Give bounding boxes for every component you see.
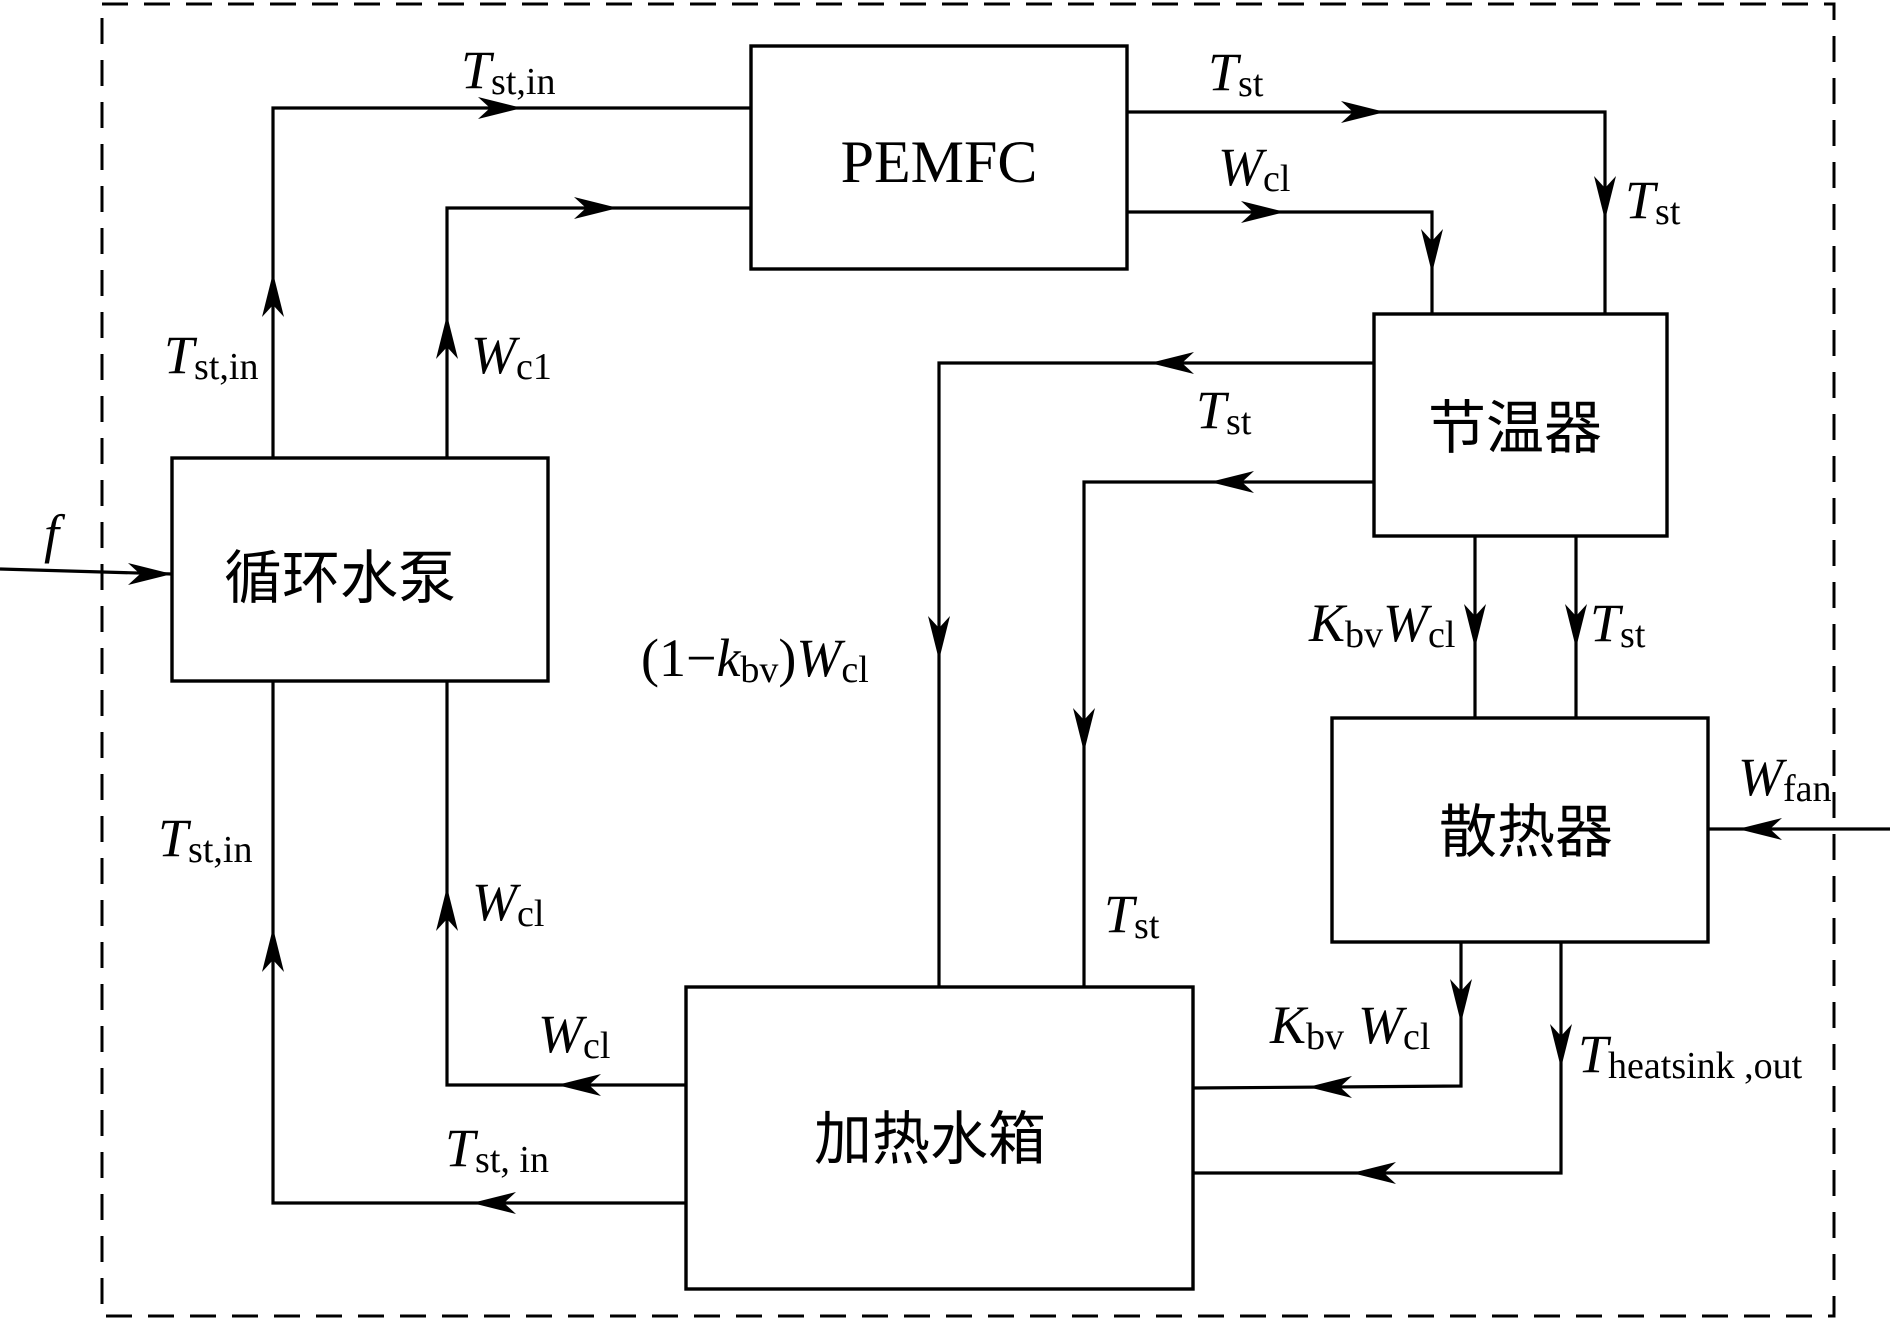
pump-box[interactable] <box>170 456 550 683</box>
arrow-tank-flow-in-icon <box>1308 1076 1352 1098</box>
connection-lines <box>0 106 1890 1205</box>
arrow-pump-input-icon <box>128 563 172 585</box>
block-pump[interactable]: 循环水泵 <box>170 456 550 683</box>
block-thermostat[interactable]: 节温器 <box>1372 312 1669 538</box>
radiator-label: 散热器 <box>1439 798 1613 866</box>
arrow-bypass-flow-left-icon <box>1210 471 1254 493</box>
arrow-radiator-flow-in-icon <box>1464 604 1486 648</box>
heater-tank-box[interactable] <box>684 985 1195 1291</box>
label-lower-tst-in-up: Tst,in <box>158 808 252 871</box>
label-radiator-tst-in: Tst <box>1590 593 1646 656</box>
label-pump-wc1-up: Wc1 <box>471 325 552 388</box>
wire-radiator-to-tank-temp <box>1193 942 1563 1175</box>
label-pump-tst-in-up: Tst,in <box>164 325 258 388</box>
arrow-radiator-flow-out-icon <box>1450 979 1472 1023</box>
arrow-thermostat-wcl-in-icon <box>1421 229 1443 273</box>
arrow-top-tst-in-icon <box>478 97 522 119</box>
arrow-lower-wcl-up-icon <box>436 887 458 931</box>
label-lower-wcl-up: Wcl <box>472 872 544 935</box>
block-pemfc[interactable]: PEMFC <box>749 44 1129 271</box>
pemfc-box[interactable] <box>749 44 1129 271</box>
label-thermostat-tst-bypass: Tst <box>1196 380 1252 443</box>
heater-tank-label: 加热水箱 <box>814 1105 1046 1173</box>
arrow-tank-temp-in-icon <box>1352 1162 1396 1184</box>
arrow-pump-wcl-up-icon <box>436 315 458 359</box>
wire-pemfc-to-thermostat-temp <box>1127 110 1607 314</box>
label-pemfc-tst-out: Tst <box>1208 42 1264 105</box>
label-tank-wcl-out: Wcl <box>538 1004 610 1067</box>
block-heater-tank[interactable]: 加热水箱 <box>684 985 1195 1291</box>
wire-pemfc-to-thermostat-flow <box>1127 210 1434 314</box>
label-bypass-flow: (1−kbv)Wcl <box>641 628 869 691</box>
wire-thermostat-bypass-temp <box>1082 480 1374 987</box>
label-pemfc-wcl-out: Wcl <box>1218 137 1290 200</box>
flow-arrows <box>128 97 1782 1214</box>
label-radiator-theatsink-out: Theatsink ,out <box>1578 1024 1803 1087</box>
block-radiator[interactable]: 散热器 <box>1330 716 1710 944</box>
pump-label: 循环水泵 <box>224 544 456 612</box>
arrow-tank-tst-in-out-icon <box>472 1192 516 1214</box>
arrow-radiator-temp-out-icon <box>1550 1024 1572 1068</box>
arrow-tank-wcl-out-icon <box>557 1074 601 1096</box>
wire-tank-to-pump-temp <box>271 681 686 1205</box>
thermostat-label: 节温器 <box>1428 394 1602 462</box>
label-thermostat-tst-in: Tst <box>1625 170 1681 233</box>
wire-pump-to-pemfc-flow <box>445 206 751 458</box>
arrow-bypass-tst-icon <box>1150 352 1194 374</box>
arrow-pemfc-tst-out-icon <box>1341 101 1385 123</box>
radiator-box[interactable] <box>1330 716 1710 944</box>
wire-tank-to-pump-flow <box>445 681 686 1087</box>
arrow-bypass-flow-down-icon <box>928 616 950 660</box>
arrow-bypass-tst-down-icon <box>1073 708 1095 752</box>
wire-thermostat-bypass-flow <box>937 361 1374 987</box>
wire-pump-to-pemfc-temp <box>271 106 751 458</box>
arrow-pump-tst-up-icon <box>262 273 284 317</box>
arrow-radiator-tst-in-icon <box>1565 604 1587 648</box>
pemfc-label: PEMFC <box>841 129 1038 195</box>
arrow-thermostat-tst-in-icon <box>1594 176 1616 220</box>
label-pump-input: f <box>44 504 66 564</box>
system-boundary <box>100 2 1836 1318</box>
wire-radiator-to-tank-flow <box>1192 942 1463 1090</box>
label-tank-tst-up: Tst <box>1104 884 1160 947</box>
thermostat-box[interactable] <box>1372 312 1669 538</box>
arrow-lower-tst-up-icon <box>262 928 284 972</box>
label-radiator-kbv-wcl-in: KbvWcl <box>1308 593 1455 656</box>
arrow-fan-input-icon <box>1738 818 1782 840</box>
label-fan-input: Wfan <box>1738 747 1832 810</box>
label-tank-tst-in-out: Tst, in <box>445 1118 549 1181</box>
arrow-pemfc-wcl-out-icon <box>1241 201 1285 223</box>
label-top-tst-in: Tst,in <box>461 40 555 103</box>
arrow-top-wcl-icon <box>574 197 618 219</box>
